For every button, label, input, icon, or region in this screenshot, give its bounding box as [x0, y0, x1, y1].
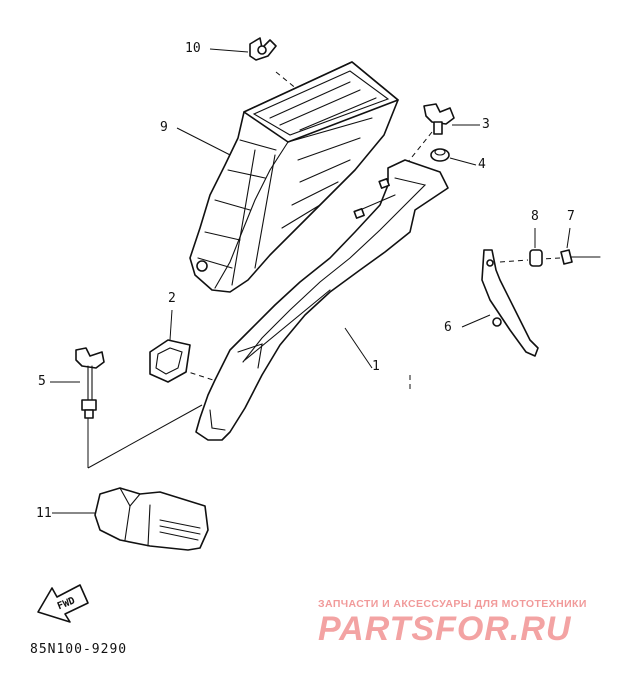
part-7-screw — [560, 249, 601, 265]
callout-9: 9 — [160, 120, 168, 135]
part-2-grommet — [149, 339, 191, 383]
part-10-wing-screw — [249, 37, 277, 61]
callout-3: 3 — [482, 117, 490, 132]
part-3-wing-bolt — [423, 103, 455, 135]
part-4-grommet — [430, 148, 450, 162]
part-11-cover — [94, 487, 209, 551]
callout-7: 7 — [567, 209, 575, 224]
part-1-chain-case — [195, 159, 449, 441]
part-5-wing-bolt — [75, 347, 105, 419]
leader-10 — [209, 48, 249, 53]
part-8-nut — [529, 249, 543, 267]
callout-10: 10 — [185, 41, 201, 56]
leader-1 — [344, 327, 373, 369]
callout-11: 11 — [36, 506, 52, 521]
watermark-logo-tld: .RU — [509, 610, 572, 648]
watermark-logo-main: PARTSFOR — [318, 610, 510, 648]
callout-6: 6 — [444, 320, 452, 335]
assembly-line-8 — [499, 259, 529, 263]
callout-1: 1 — [372, 359, 380, 374]
leader-4 — [449, 157, 477, 166]
assembly-line-7 — [541, 257, 561, 260]
watermark-tagline: ЗАПЧАСТИ И АКСЕССУАРЫ ДЛЯ МОТОТЕХНИКИ — [318, 598, 587, 610]
assembly-line-5 — [87, 404, 203, 469]
callout-2: 2 — [168, 291, 176, 306]
callout-8: 8 — [531, 209, 539, 224]
part-9-air-duct — [189, 61, 399, 293]
leader-7 — [566, 227, 571, 249]
leader-2 — [169, 309, 173, 341]
callout-4: 4 — [478, 157, 486, 172]
leader-6 — [461, 314, 491, 328]
callout-5: 5 — [38, 374, 46, 389]
part-6-bracket — [481, 249, 539, 357]
diagram-code: 85N100-9290 — [30, 642, 128, 657]
watermark-logo: PARTSFOR.RU — [318, 610, 571, 649]
forward-direction-arrow: FWD — [37, 584, 89, 623]
